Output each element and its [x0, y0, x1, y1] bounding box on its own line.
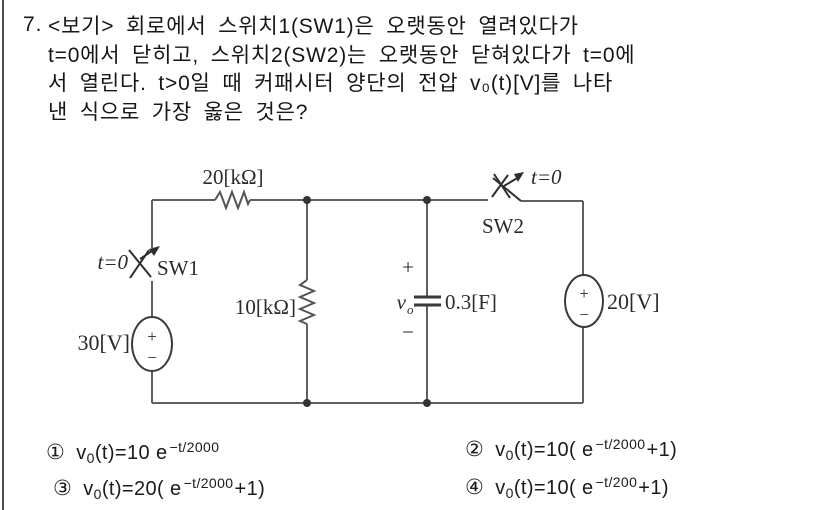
- question-number: 7.: [23, 13, 43, 36]
- choice-3-number: ③: [53, 477, 73, 500]
- source-30v-label: 30[V]: [77, 330, 130, 355]
- resistor-10k-symbol: [297, 279, 317, 325]
- sw1-label: SW1: [157, 256, 199, 280]
- capacitor-voltage-var: v: [397, 290, 407, 314]
- choice-1-formula: v0(t)=10 e−t/2000: [76, 439, 220, 466]
- choice-4-formula: v0(t)=10( e−t/200+1): [495, 474, 669, 501]
- capacitor-plus-label: +: [402, 255, 414, 279]
- answer-choice-4: ④ v0(t)=10( e−t/200+1): [465, 475, 669, 500]
- column-divider-line: [2, 0, 4, 510]
- source-30v-plus: +: [147, 327, 157, 346]
- resistor-20k-symbol: [214, 189, 251, 211]
- answer-choice-3: ③ v0(t)=20( e−t/2000+1): [53, 476, 265, 501]
- question-line: 낸 식으로 가장 옳은 것은?: [48, 100, 309, 124]
- sw2-label: SW2: [482, 214, 524, 238]
- question-text: <보기> 회로에서 스위치1(SW1)은 오랫동안 열려있다가 t=0에서 닫히…: [48, 13, 748, 127]
- resistor-20k-label: 20[kΩ]: [202, 165, 263, 189]
- answer-choice-2: ② v0(t)=10( e−t/2000+1): [465, 437, 677, 462]
- capacitor-symbol: [414, 295, 441, 307]
- choice-2-formula: v0(t)=10( e−t/2000+1): [495, 436, 678, 463]
- switch-sw2-symbol: [491, 172, 524, 202]
- source-20v-label: 20[V]: [607, 289, 660, 314]
- circuit-wires: [151, 199, 584, 404]
- voltage-source-20v-symbol: [564, 274, 604, 328]
- sw1-time-label: t=0: [97, 250, 128, 274]
- resistor-10k-label: 10[kΩ]: [235, 295, 296, 319]
- choice-4-number: ④: [465, 476, 485, 499]
- source-20v-plus: +: [579, 284, 589, 303]
- question-line: t=0에서 닫히고, 스위치2(SW2)는 오랫동안 닫혀있다가 t=0에: [48, 43, 636, 67]
- node-dots: [303, 196, 431, 407]
- question-line: <보기> 회로에서 스위치1(SW1)은 오랫동안 열려있다가: [48, 15, 579, 38]
- voltage-source-30v-symbol: [131, 316, 173, 372]
- sw2-time-label: t=0: [531, 165, 562, 189]
- answer-choice-1: ① v0(t)=10 e−t/2000: [46, 440, 220, 465]
- choice-2-number: ②: [465, 438, 485, 461]
- source-30v-minus: −: [147, 348, 157, 367]
- choice-1-number: ①: [46, 441, 66, 464]
- switch-sw1-symbol: [128, 246, 160, 279]
- capacitor-minus-label: −: [402, 320, 414, 344]
- source-20v-minus: −: [579, 305, 589, 324]
- capacitor-value-label: 0.3[F]: [445, 290, 497, 314]
- capacitor-voltage-var-sub: o: [407, 302, 414, 317]
- question-line: 서 열린다. t>0일 때 커패시터 양단의 전압 v₀(t)[V]를 나타: [48, 72, 614, 96]
- choice-3-formula: v0(t)=20( e−t/2000+1): [83, 475, 266, 502]
